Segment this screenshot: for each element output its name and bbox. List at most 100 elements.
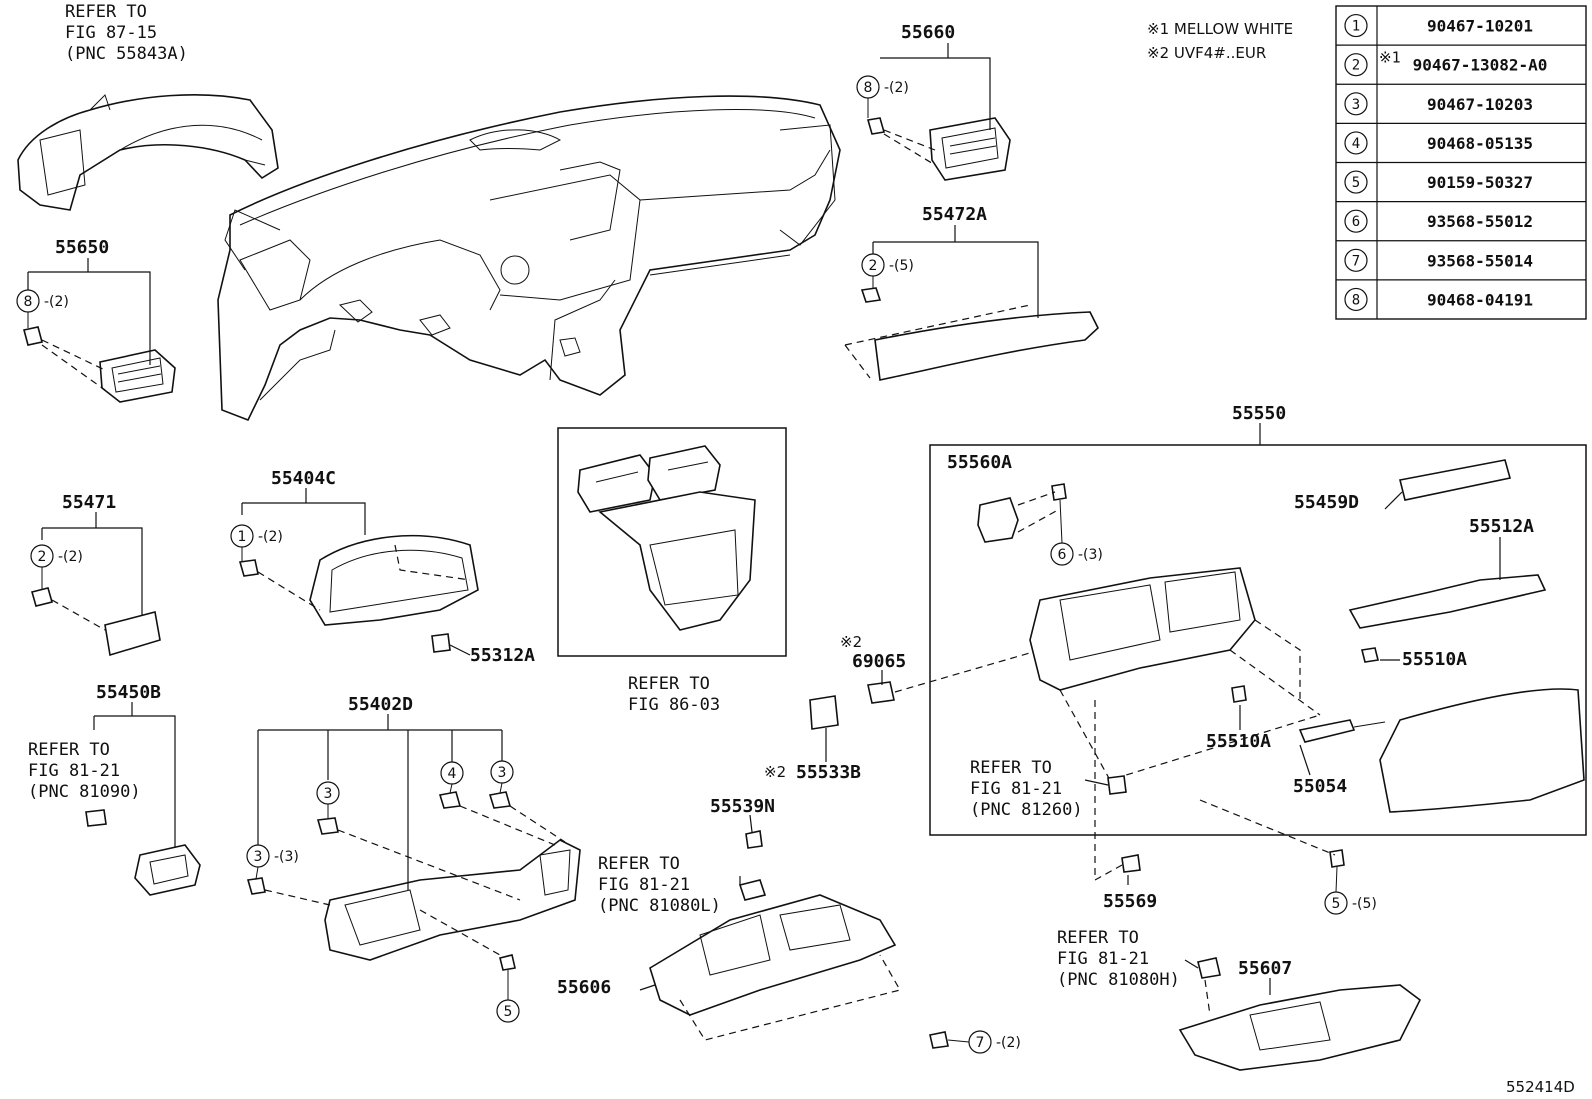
table-row: 2 ※1 90467-13082-A0 <box>1336 44 1586 77</box>
row-part-number: 90467-10203 <box>1427 95 1533 114</box>
row-number: 3 <box>1352 97 1360 113</box>
label-55560A: 55560A <box>947 452 1012 473</box>
ref-pnc-81090: REFER TO FIG 81-21 (PNC 81090) <box>28 740 141 802</box>
svg-text:3: 3 <box>498 765 507 781</box>
callouts: 8 -(2) 8 -(2) 2 -(5) 2 -(2) 1 -(2) <box>16 75 1377 1054</box>
side-defroster-duct <box>17 94 279 211</box>
label-55660: 55660 <box>901 22 955 43</box>
svg-text:REFER TO: REFER TO <box>1057 928 1139 948</box>
table-row: 6 93568-55012 <box>1336 201 1586 233</box>
row-part-number: 93568-55012 <box>1427 212 1533 231</box>
label-55569: 55569 <box>1103 891 1157 912</box>
reference-notes: REFER TO FIG 87-15 (PNC 55843A) REFER TO… <box>28 2 1180 990</box>
table-row: 5 90159-50327 <box>1336 161 1586 194</box>
svg-text:(PNC 81090): (PNC 81090) <box>28 782 141 802</box>
svg-text:3: 3 <box>254 849 263 865</box>
callout-1-a: 1 -(2) <box>230 524 283 562</box>
svg-text:5: 5 <box>504 1004 513 1020</box>
label-55450B: 55450B <box>96 682 161 703</box>
svg-text:(PNC 55843A): (PNC 55843A) <box>65 44 188 64</box>
row-number-circle <box>1344 92 1368 116</box>
row-number: 6 <box>1352 214 1360 230</box>
svg-text:FIG 87-15: FIG 87-15 <box>65 23 157 43</box>
callout-8-b: 8 -(2) <box>16 289 69 328</box>
row-part-number: 90159-50327 <box>1427 173 1533 192</box>
svg-text:8: 8 <box>24 294 33 310</box>
callout-2-b: 2 -(2) <box>30 544 83 590</box>
svg-text:REFER TO: REFER TO <box>598 854 680 874</box>
callout-3-b: 3 <box>490 760 514 794</box>
label-55533B: 55533B <box>796 762 861 783</box>
svg-text:-(2): -(2) <box>258 529 283 545</box>
table-row: 3 90467-10203 <box>1336 83 1586 116</box>
leader-lines <box>27 43 1501 995</box>
svg-text:(PNC 81080H): (PNC 81080H) <box>1057 970 1180 990</box>
label-55550: 55550 <box>1232 403 1286 424</box>
callout-3-c: 3 -(3) <box>246 844 299 880</box>
label-55472A: 55472A <box>922 204 987 225</box>
svg-text:-(2): -(2) <box>884 80 909 96</box>
svg-text:(PNC 81260): (PNC 81260) <box>970 800 1083 820</box>
row-number: 7 <box>1352 253 1360 269</box>
svg-text:3: 3 <box>324 786 333 802</box>
row-number: 2 <box>1352 58 1360 74</box>
svg-text:FIG 81-21: FIG 81-21 <box>598 875 690 895</box>
callout-8-a: 8 -(2) <box>856 75 909 118</box>
label-55510A-a: 55510A <box>1402 649 1467 670</box>
under-cover-55607 <box>1178 957 1422 1071</box>
row-part-number: 90467-10201 <box>1427 17 1533 36</box>
table-row: 7 93568-55014 <box>1336 240 1586 272</box>
under-cover-55606 <box>649 830 949 1049</box>
callout-6-a: 6 -(3) <box>1050 499 1103 566</box>
part-55471 <box>31 587 161 657</box>
svg-text:2: 2 <box>38 549 47 565</box>
callout-5-b: 5 -(5) <box>1324 866 1377 915</box>
meter-hood-55404C <box>238 534 479 653</box>
row-part-number: 90467-13082-A0 <box>1413 56 1548 75</box>
glove-box-frame <box>929 444 1587 836</box>
center-cluster-inset <box>557 427 787 657</box>
label-55606: 55606 <box>557 977 611 998</box>
row-number: 5 <box>1352 175 1360 191</box>
row-number: 8 <box>1352 292 1360 308</box>
callout-7-a: 7 -(2) <box>947 1030 1021 1054</box>
parts-table: 1 90467-10201 2 ※1 90467-13082-A0 3 90467-1020… <box>1335 5 1587 320</box>
row-number-circle <box>1344 131 1368 155</box>
svg-text:-(3): -(3) <box>1078 547 1103 563</box>
row-number: 1 <box>1352 19 1360 35</box>
row-number-circle <box>1344 13 1368 38</box>
label-55510A-b: 55510A <box>1206 731 1271 752</box>
part-labels: 55660 55650 55472A 55550 55560A 55459D 5… <box>55 22 1575 1096</box>
diagram-id: 552414D <box>1506 1078 1575 1096</box>
svg-text:1: 1 <box>238 529 247 545</box>
callout-5-a: 5 <box>496 970 520 1023</box>
row-part-number: 93568-55014 <box>1427 251 1533 270</box>
register-55650 <box>23 326 176 403</box>
lower-panel-55402D <box>246 791 581 971</box>
mark-note-2-b: ※2 <box>764 763 786 781</box>
svg-text:REFER TO: REFER TO <box>65 2 147 22</box>
panel-55472A <box>844 287 1099 381</box>
switch-base-55450B <box>85 809 201 896</box>
svg-text:REFER TO: REFER TO <box>28 740 110 760</box>
svg-text:REFER TO: REFER TO <box>628 674 710 694</box>
svg-text:4: 4 <box>448 766 457 782</box>
row-number-circle <box>1344 209 1368 233</box>
svg-text:7: 7 <box>976 1035 985 1051</box>
svg-text:REFER TO: REFER TO <box>970 758 1052 778</box>
row-part-number: 90468-05135 <box>1427 134 1533 153</box>
note-2: ※2 UVF4#..EUR <box>1147 44 1266 62</box>
callout-4-a: 4 <box>440 761 464 794</box>
label-55402D: 55402D <box>348 694 413 715</box>
svg-text:2: 2 <box>869 258 878 274</box>
svg-text:FIG 81-21: FIG 81-21 <box>970 779 1062 799</box>
row-number-circle <box>1344 53 1368 77</box>
row-number-circle <box>1344 170 1368 194</box>
label-69065: 69065 <box>852 651 906 672</box>
row-mark: ※1 <box>1379 49 1401 67</box>
svg-text:-(5): -(5) <box>1352 896 1377 912</box>
label-55512A: 55512A <box>1469 516 1534 537</box>
svg-text:-(2): -(2) <box>58 549 83 565</box>
